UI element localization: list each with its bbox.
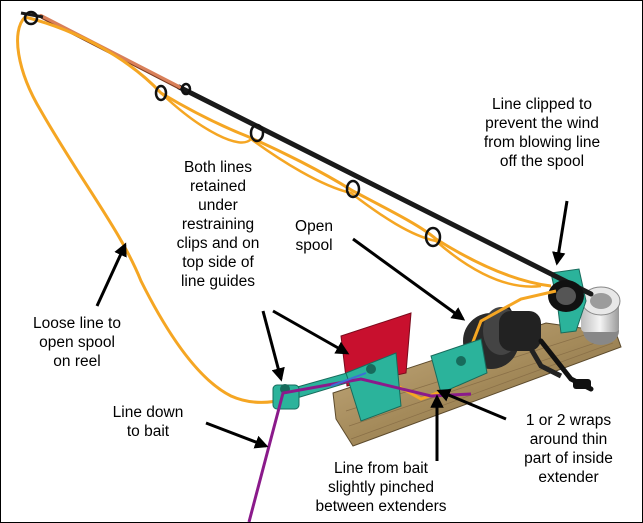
label-pinched-between-extenders: Line from bait slightly pinched between … <box>315 460 447 515</box>
callout-arrows <box>95 200 569 461</box>
label-line-clipped: Line clipped to prevent the wind from bl… <box>483 96 601 170</box>
label-wraps-around-extender: 1 or 2 wraps around thin part of inside … <box>524 412 613 486</box>
label-line-down-to-bait: Line down to bait <box>112 404 184 440</box>
fishing-line-upper <box>24 15 552 288</box>
label-both-lines-retained: Both lines retained under restraining cl… <box>176 159 260 290</box>
label-loose-line: Loose line to open spool on reel <box>33 315 121 370</box>
label-open-spool: Open spool <box>295 218 333 254</box>
rod-blank <box>176 84 594 297</box>
fishing-line-loose <box>16 15 287 404</box>
rod-holder <box>581 286 621 345</box>
fishing-line-lower <box>160 92 542 288</box>
rod-guide-icon <box>23 10 442 248</box>
